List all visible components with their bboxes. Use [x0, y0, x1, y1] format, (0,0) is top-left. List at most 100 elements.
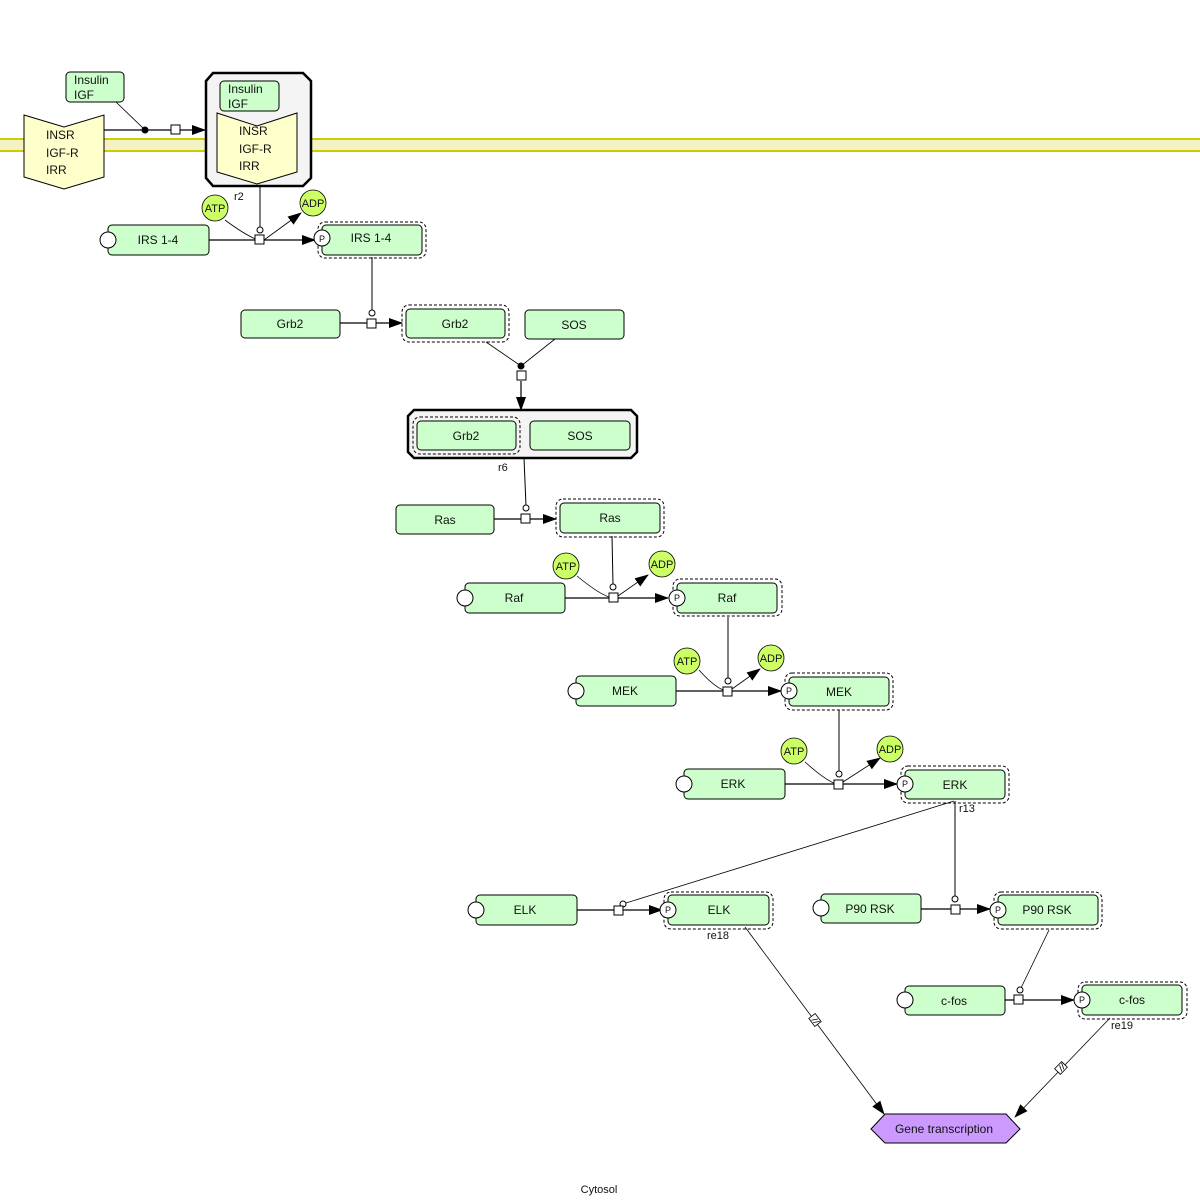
reaction-node[interactable]	[722, 686, 733, 697]
phospho-site-icon	[896, 775, 914, 793]
protein-label: ERK	[943, 778, 968, 792]
protein-label: Raf	[505, 591, 524, 605]
reaction-label-re19: re19	[1111, 1020, 1133, 1032]
atp-label: ATP	[205, 203, 226, 215]
complex-ligand-label-2: IGF	[228, 97, 248, 111]
atp-erk[interactable]: ATP	[780, 737, 808, 765]
compartment-label-cytosol: Cytosol	[581, 1184, 618, 1196]
protein-cfos-inactive[interactable]: c-fos	[896, 985, 1006, 1016]
protein-label: Raf	[718, 591, 737, 605]
adp-label: ADP	[760, 653, 783, 665]
protein-cfos-active[interactable]: P c-fos	[1073, 981, 1188, 1020]
residue-site-icon	[456, 589, 474, 607]
small-molecules: ATP ADP ATP ADP ATP ADP ATP ADP	[201, 189, 904, 765]
grb2-sos-complex[interactable]: Grb2 SOS	[406, 408, 639, 460]
reaction-node[interactable]	[613, 905, 624, 916]
phospho-label: P	[1079, 995, 1085, 1005]
reaction-node[interactable]	[366, 318, 377, 329]
protein-raf-active[interactable]: P Raf	[668, 578, 783, 617]
reaction-node[interactable]	[254, 234, 265, 245]
residue-site-icon	[896, 991, 914, 1009]
protein-grb2-inactive[interactable]: Grb2	[240, 309, 341, 339]
complex-ligand-label-1: Insulin	[228, 82, 263, 96]
receptor-label-3: IRR	[46, 163, 67, 177]
phenotype-gene-transcription[interactable]: Gene transcription	[870, 1113, 1021, 1144]
protein-label: SOS	[561, 318, 586, 332]
protein-sos[interactable]: SOS	[524, 309, 625, 340]
phospho-label: P	[665, 905, 671, 915]
protein-label: MEK	[612, 684, 638, 698]
ligand-label-1: Insulin	[74, 73, 109, 87]
complex-receptor-label-1: INSR	[239, 124, 268, 138]
phospho-site-icon	[1073, 991, 1091, 1009]
atp-irs[interactable]: ATP	[201, 194, 229, 222]
protein-p90rsk-inactive[interactable]: P90 RSK	[812, 893, 922, 924]
reaction-node[interactable]	[170, 124, 181, 135]
reaction-node[interactable]	[950, 904, 961, 915]
protein-irs-inactive[interactable]: IRS 1-4	[99, 224, 210, 256]
phospho-label: P	[786, 686, 792, 696]
residue-site-icon	[812, 899, 830, 917]
protein-elk-inactive[interactable]: ELK	[467, 894, 578, 926]
protein-p90rsk-active[interactable]: P P90 RSK	[989, 891, 1103, 930]
adp-label: ADP	[651, 559, 674, 571]
protein-mek-active[interactable]: P MEK	[780, 672, 894, 711]
protein-ras-active[interactable]: Ras	[555, 498, 665, 538]
phenotype-label: Gene transcription	[895, 1122, 993, 1136]
protein-erk-inactive[interactable]: ERK	[675, 768, 786, 800]
residue-site-icon	[675, 775, 693, 793]
protein-irs-active[interactable]: P IRS 1-4	[313, 221, 427, 259]
edge-adp-produced[interactable]	[263, 212, 302, 241]
receptor-label-1: INSR	[46, 128, 75, 142]
reaction-node[interactable]	[520, 513, 531, 524]
adp-erk[interactable]: ADP	[876, 735, 904, 763]
phospho-site-icon	[313, 229, 331, 247]
reaction-label-r2: r2	[234, 191, 244, 203]
protein-label: Ras	[434, 513, 455, 527]
adp-mek[interactable]: ADP	[757, 644, 785, 672]
phospho-site-icon	[780, 682, 798, 700]
reaction-node[interactable]	[1013, 994, 1024, 1005]
protein-erk-active[interactable]: P ERK	[896, 765, 1010, 804]
adp-label: ADP	[879, 744, 902, 756]
protein-label: IRS 1-4	[351, 231, 392, 245]
reaction-node[interactable]	[516, 370, 527, 381]
protein-ras-inactive[interactable]: Ras	[395, 504, 495, 535]
complex-member-label: Grb2	[453, 429, 480, 443]
protein-label: Ras	[599, 511, 620, 525]
protein-raf-inactive[interactable]: Raf	[456, 582, 566, 614]
edge-ligand-binding[interactable]	[114, 100, 146, 131]
protein-label: P90 RSK	[845, 902, 894, 916]
protein-elk-active[interactable]: P ELK	[659, 891, 774, 930]
complex-member-label: SOS	[567, 429, 592, 443]
phospho-site-icon	[659, 901, 677, 919]
protein-mek-inactive[interactable]: MEK	[567, 675, 677, 707]
protein-label: IRS 1-4	[138, 233, 179, 247]
protein-label: c-fos	[941, 994, 967, 1008]
atp-label: ATP	[784, 746, 805, 758]
adp-irs[interactable]: ADP	[299, 189, 327, 217]
complex-receptor-label-3: IRR	[239, 159, 260, 173]
atp-mek[interactable]: ATP	[673, 647, 701, 675]
phospho-label: P	[902, 779, 908, 789]
reaction-label-r6: r6	[498, 462, 508, 474]
receptor-label-2: IGF-R	[46, 146, 79, 160]
reaction-node[interactable]	[833, 779, 844, 790]
protein-label: P90 RSK	[1022, 903, 1071, 917]
reaction-node[interactable]	[608, 592, 619, 603]
cell-membrane	[0, 138, 1200, 152]
atp-raf[interactable]: ATP	[552, 552, 580, 580]
receptor-insr-igfr-irr[interactable]: INSR IGF-R IRR	[23, 114, 105, 190]
complex-receptor-label-2: IGF-R	[239, 142, 272, 156]
residue-site-icon	[467, 901, 485, 919]
adp-raf[interactable]: ADP	[648, 550, 676, 578]
receptor-ligand-complex[interactable]: Insulin IGF INSR IGF-R IRR	[204, 71, 313, 188]
protein-label: ELK	[708, 903, 731, 917]
atp-label: ATP	[556, 561, 577, 573]
protein-grb2-active[interactable]: Grb2	[401, 304, 510, 343]
protein-label: MEK	[826, 685, 852, 699]
ligand-insulin-igf[interactable]: Insulin IGF	[65, 71, 125, 103]
edge-atp-consumed[interactable]	[224, 219, 259, 241]
protein-label: c-fos	[1119, 993, 1145, 1007]
